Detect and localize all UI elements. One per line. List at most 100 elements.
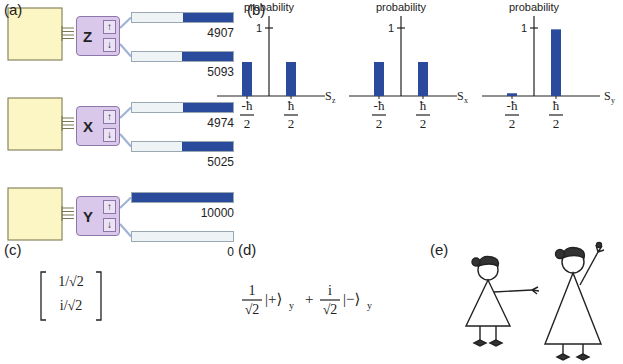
spin-arrow: ↑ bbox=[103, 110, 116, 124]
stick-figures bbox=[474, 340, 486, 346]
fraction-bars bbox=[549, 114, 563, 115]
math-term: y bbox=[289, 300, 294, 311]
probability-bar bbox=[242, 62, 252, 96]
fraction-bars bbox=[320, 299, 340, 300]
stick-figures bbox=[577, 354, 589, 360]
count-number: 5025 bbox=[131, 155, 234, 169]
count-bar bbox=[131, 231, 234, 242]
chart-label: probability bbox=[244, 1, 294, 13]
chart-label: 2 bbox=[553, 117, 560, 131]
stick-figures bbox=[478, 256, 498, 266]
stick-figures bbox=[556, 250, 565, 259]
chart-label: 2 bbox=[509, 117, 516, 131]
count-number: 5093 bbox=[131, 65, 234, 79]
stick-figures bbox=[562, 247, 584, 258]
probability-bar bbox=[507, 93, 517, 96]
x-axis bbox=[217, 95, 325, 96]
count-number: 4974 bbox=[131, 116, 234, 130]
chart-label: ħ bbox=[553, 99, 560, 113]
magnet-analyzer: X↑↓ bbox=[76, 106, 120, 146]
beam-nozzle bbox=[62, 28, 74, 29]
chart-label: 1 bbox=[256, 22, 262, 34]
count-bar bbox=[131, 192, 234, 203]
beam-nozzle bbox=[62, 116, 63, 131]
beam-path bbox=[120, 224, 131, 237]
spin-arrow: ↓ bbox=[103, 128, 116, 142]
spin-arrow: ↑ bbox=[103, 20, 116, 34]
count-bar-fill bbox=[182, 142, 233, 151]
axis-letter: Z bbox=[83, 28, 92, 45]
count-bar-fill bbox=[183, 13, 233, 22]
panel-letter: (c) bbox=[4, 242, 22, 259]
chart-label: x bbox=[464, 97, 468, 106]
count-bar bbox=[131, 51, 234, 62]
stick-figures bbox=[466, 280, 510, 326]
axis-letter: Y bbox=[83, 208, 93, 225]
beam-path bbox=[120, 108, 131, 119]
math-term: i bbox=[328, 283, 332, 298]
count-bar bbox=[131, 12, 234, 23]
math-term: i/√2 bbox=[60, 298, 82, 313]
probability-chart bbox=[482, 16, 600, 99]
stick-figures bbox=[472, 258, 480, 266]
stick-figures bbox=[563, 344, 583, 354]
count-bar-fill bbox=[182, 52, 233, 61]
beam-nozzle bbox=[62, 26, 63, 41]
beam-nozzle bbox=[62, 118, 74, 119]
beam-nozzle bbox=[62, 121, 74, 122]
count-bar bbox=[131, 102, 234, 113]
axis-letter: X bbox=[83, 118, 93, 135]
chart-label: z bbox=[332, 97, 336, 106]
probability-charts bbox=[217, 16, 600, 99]
stick-figures bbox=[545, 273, 601, 344]
chart-label: 2 bbox=[288, 117, 295, 131]
stick-figures bbox=[490, 340, 502, 346]
chart-label: 2 bbox=[420, 117, 427, 131]
math-term: |+⟩ bbox=[265, 291, 282, 308]
matrix-brackets bbox=[41, 272, 101, 320]
spin-ports: ↑↓ bbox=[103, 110, 116, 142]
chart-label: S bbox=[604, 90, 611, 103]
chart-label: -ħ bbox=[507, 99, 518, 113]
source-oven bbox=[8, 98, 62, 150]
stick-figures bbox=[480, 326, 496, 340]
beam-path bbox=[120, 18, 131, 29]
chart-label: ħ bbox=[420, 99, 427, 113]
count-bar bbox=[131, 141, 234, 152]
detector-counter: 0 bbox=[131, 231, 234, 259]
spin-arrow: ↓ bbox=[103, 218, 116, 232]
probability-bar bbox=[286, 62, 296, 96]
chart-label: S bbox=[325, 90, 332, 103]
beam-nozzle bbox=[62, 38, 74, 39]
probability-chart bbox=[349, 16, 457, 99]
probability-bar bbox=[418, 62, 428, 96]
beam-nozzle bbox=[62, 31, 74, 32]
probability-bar bbox=[551, 29, 561, 96]
magnet-analyzer: Y↑↓ bbox=[76, 196, 120, 236]
stick-figures bbox=[466, 243, 604, 361]
count-number: 0 bbox=[131, 245, 234, 259]
matrix-brackets bbox=[41, 272, 46, 320]
magnet-analyzer: Z ↑↓ bbox=[76, 16, 120, 56]
chart-label: y bbox=[611, 97, 615, 106]
axis-tick bbox=[530, 27, 538, 28]
probability-bar bbox=[374, 62, 384, 96]
fraction-bars bbox=[416, 114, 430, 115]
beam-nozzle bbox=[62, 215, 74, 216]
detector-counter: 4974 bbox=[131, 102, 234, 130]
spin-ports: ↑↓ bbox=[103, 20, 116, 52]
stick-figures bbox=[532, 287, 539, 294]
chart-label: probability bbox=[376, 1, 426, 13]
chart-label: probability bbox=[509, 1, 559, 13]
detector-counter: 10000 bbox=[131, 192, 234, 220]
chart-label: 1 bbox=[388, 22, 394, 34]
count-bar-fill bbox=[132, 193, 233, 202]
panel-letter: (a) bbox=[4, 2, 22, 19]
detector-counter: 5025 bbox=[131, 141, 234, 169]
beam-nozzle bbox=[62, 128, 74, 129]
fraction-bars bbox=[372, 114, 386, 115]
beam-path bbox=[120, 44, 131, 57]
count-number: 4907 bbox=[131, 26, 234, 40]
fraction-bars bbox=[240, 114, 254, 115]
x-axis bbox=[482, 95, 600, 96]
